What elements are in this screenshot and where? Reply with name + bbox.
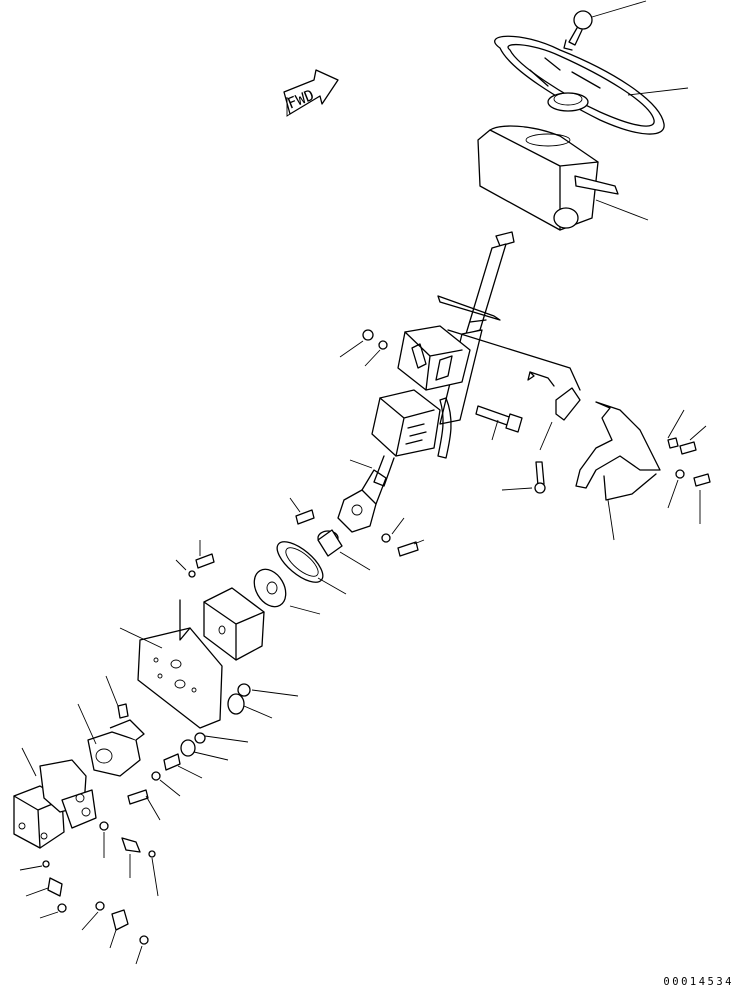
column-bracket-lower bbox=[349, 389, 452, 487]
pump-fittings bbox=[19, 821, 159, 965]
hydraulic-pump bbox=[13, 747, 97, 849]
wiring-harness bbox=[447, 329, 581, 391]
middle-hardware bbox=[253, 497, 425, 615]
document-number: 00014534 bbox=[663, 976, 734, 988]
mounting-plate bbox=[119, 540, 223, 729]
column-cover bbox=[477, 125, 649, 231]
spacer-block bbox=[203, 587, 265, 661]
steering-valve bbox=[77, 675, 145, 777]
fwd-direction-arrow: FWD bbox=[283, 69, 339, 117]
long-bolt bbox=[475, 405, 523, 441]
mounting-bracket-right bbox=[501, 387, 711, 541]
column-bracket-upper bbox=[339, 325, 471, 391]
steering-knob bbox=[563, 0, 647, 51]
universal-joint bbox=[337, 469, 387, 533]
plate-fittings bbox=[127, 683, 299, 821]
steering-wheel bbox=[494, 35, 689, 135]
steering-column bbox=[437, 231, 515, 425]
